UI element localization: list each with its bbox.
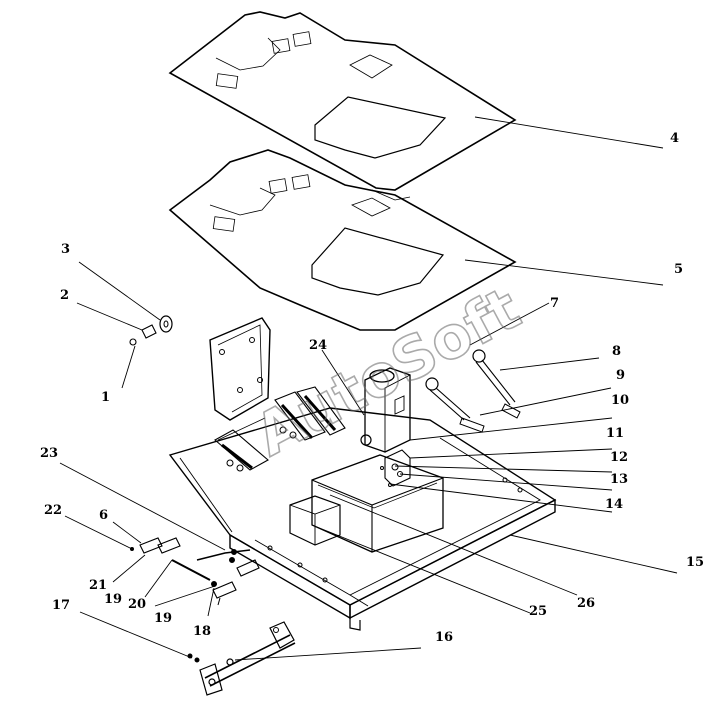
callout-11: 11: [606, 426, 624, 441]
callout-12: 12: [610, 450, 628, 465]
callout-9: 9: [616, 368, 625, 383]
callout-10: 10: [611, 393, 629, 408]
callout-19a: 19: [104, 592, 122, 607]
callout-24: 24: [309, 338, 327, 353]
base-frame: [168, 407, 557, 631]
callout-3: 3: [61, 242, 70, 257]
battery-box: [289, 454, 444, 553]
callout-1: 1: [101, 390, 110, 405]
callout-8: 8: [612, 344, 621, 359]
callout-21: 21: [89, 578, 107, 593]
fasteners-123: [129, 315, 173, 346]
callout-19b: 19: [154, 611, 172, 626]
callout-labels: 1 2 3 4 5 6 7 8 9 10 11 12 13 14 15 16 1…: [40, 131, 704, 645]
callout-23: 23: [40, 446, 58, 461]
callout-14: 14: [605, 497, 623, 512]
callout-13: 13: [610, 472, 628, 487]
callout-26: 26: [577, 596, 595, 611]
callout-22: 22: [44, 503, 62, 518]
floor-mat-lower: [168, 149, 517, 331]
watermark: AutoSoft: [244, 274, 531, 469]
callout-2: 2: [60, 288, 69, 303]
callout-5: 5: [674, 262, 683, 277]
callout-20: 20: [128, 597, 146, 612]
leader-lines: [59, 116, 678, 661]
linkage-rods: [130, 537, 260, 606]
callout-4: 4: [670, 131, 679, 146]
callout-15: 15: [686, 555, 704, 570]
switch-bracket: [380, 449, 411, 487]
callout-17: 17: [52, 598, 70, 613]
pedal-bracket: [209, 317, 346, 472]
floor-mat-upper: [168, 11, 517, 201]
callout-18: 18: [193, 624, 211, 639]
callout-7: 7: [550, 296, 559, 311]
callout-6: 6: [99, 508, 108, 523]
callout-25: 25: [529, 604, 547, 619]
callout-16: 16: [435, 630, 453, 645]
